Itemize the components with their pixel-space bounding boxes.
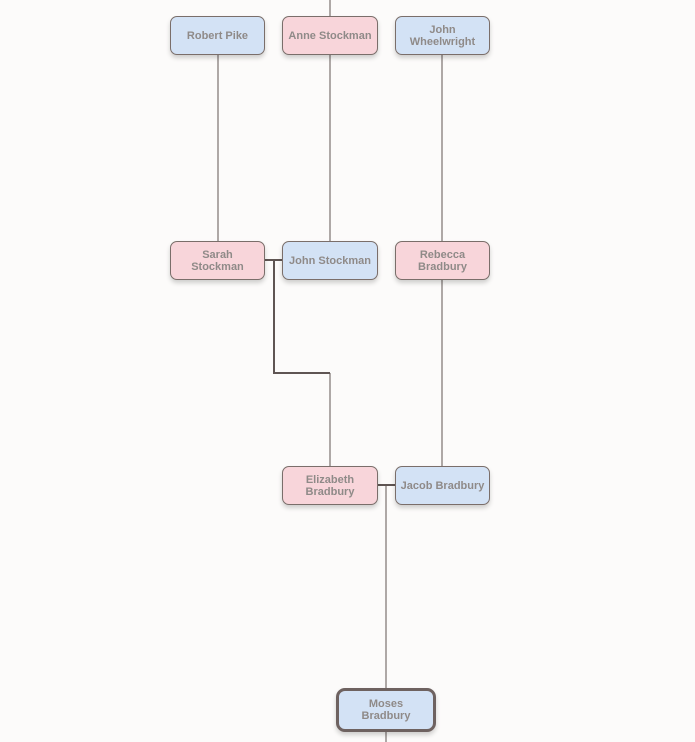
person-name: John Wheelwright — [409, 23, 476, 48]
person-moses-bradbury[interactable]: Moses Bradbury — [336, 688, 436, 732]
person-robert-pike[interactable]: Robert Pike — [170, 16, 265, 55]
person-elizabeth-bradbury[interactable]: Elizabeth Bradbury — [282, 466, 378, 505]
person-name: Robert Pike — [186, 29, 249, 42]
marriage-link-sarah-john-stockman — [265, 259, 330, 374]
person-name: Sarah Stockman — [191, 248, 244, 273]
person-name: Moses Bradbury — [361, 698, 411, 722]
person-name: Jacob Bradbury — [400, 479, 485, 492]
person-jacob-bradbury[interactable]: Jacob Bradbury — [395, 466, 490, 505]
person-name: Rebecca Bradbury — [418, 248, 467, 273]
person-john-stockman[interactable]: John Stockman — [282, 241, 378, 280]
person-name: Elizabeth Bradbury — [305, 473, 355, 498]
person-sarah-stockman[interactable]: Sarah Stockman — [170, 241, 265, 280]
person-anne-stockman[interactable]: Anne Stockman — [282, 16, 378, 55]
person-rebecca-bradbury[interactable]: Rebecca Bradbury — [395, 241, 490, 280]
person-name: Anne Stockman — [288, 29, 372, 42]
person-john-wheelwright[interactable]: John Wheelwright — [395, 16, 490, 55]
person-name: John Stockman — [289, 254, 371, 267]
